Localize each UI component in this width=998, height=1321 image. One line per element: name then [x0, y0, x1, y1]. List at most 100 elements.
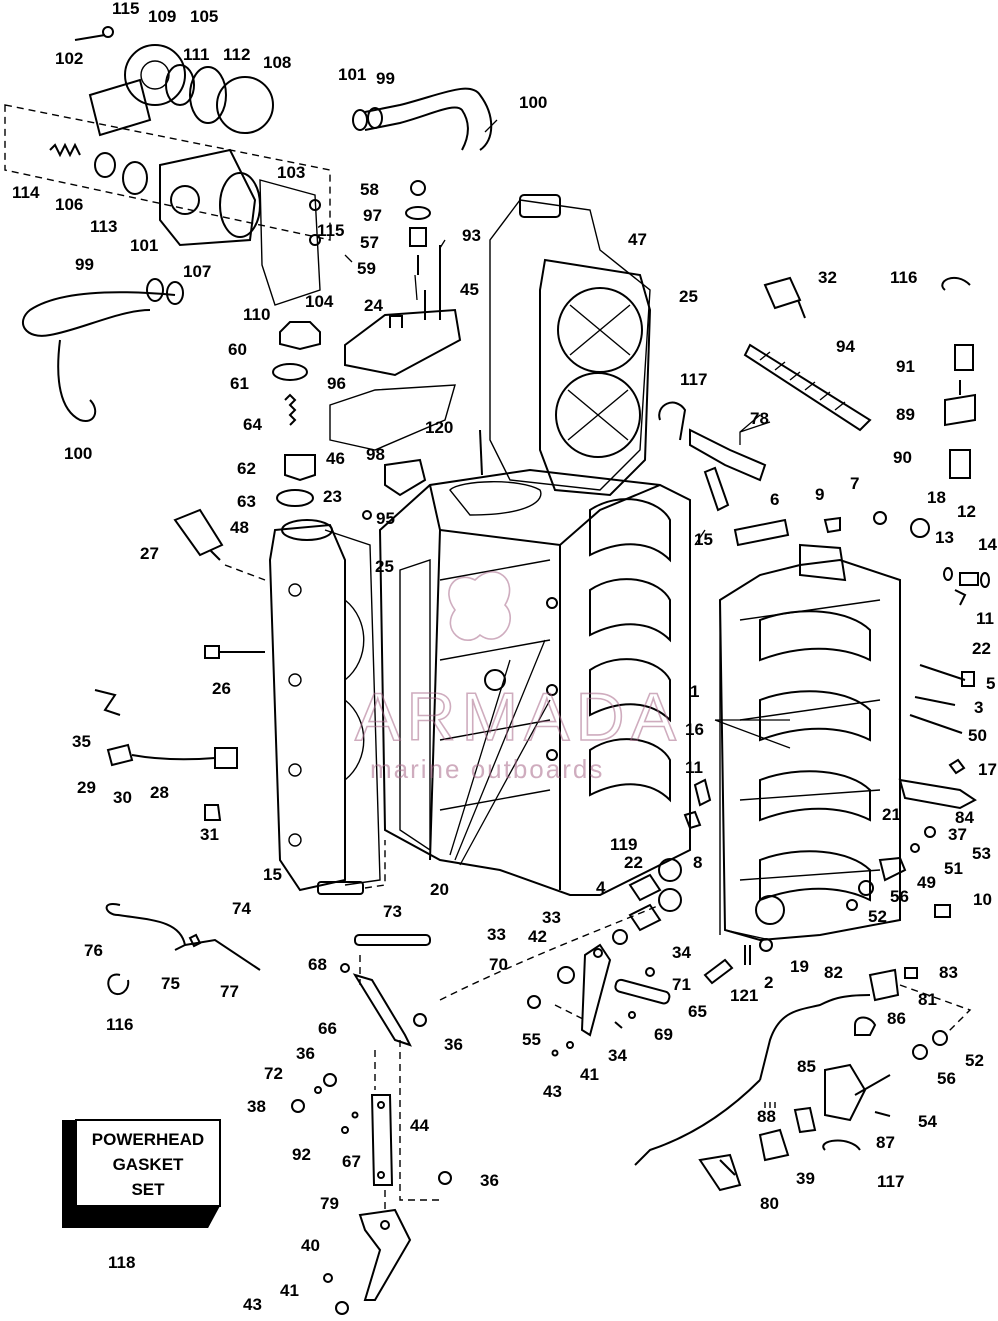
label-81: 81	[918, 990, 937, 1009]
label-48: 48	[230, 518, 249, 537]
label-55: 55	[522, 1030, 541, 1049]
label-57: 57	[360, 233, 379, 252]
label-52: 52	[965, 1051, 984, 1070]
label-32: 32	[818, 268, 837, 287]
label-27: 27	[140, 544, 159, 563]
label-31: 31	[200, 825, 219, 844]
head-bolt	[204, 645, 265, 659]
label-102: 102	[55, 49, 83, 68]
crankcase-cover	[718, 543, 901, 942]
cylinder-head	[268, 519, 381, 892]
label-25: 25	[679, 287, 698, 306]
label-50: 50	[968, 726, 987, 745]
label-93: 93	[462, 226, 481, 245]
label-99: 99	[75, 255, 94, 274]
label-22: 22	[624, 853, 643, 872]
label-12: 12	[957, 502, 976, 521]
label-110: 110	[243, 305, 270, 324]
label-89: 89	[896, 405, 915, 424]
gasket-box-line2: GASKET	[113, 1155, 184, 1174]
label-63: 63	[237, 492, 256, 511]
label-92: 92	[292, 1145, 311, 1164]
label-33: 33	[487, 925, 506, 944]
label-36: 36	[480, 1171, 499, 1190]
label-95: 95	[376, 509, 395, 528]
label-120: 120	[425, 418, 453, 437]
label-54: 54	[918, 1112, 937, 1131]
label-116: 116	[106, 1015, 133, 1034]
label-40: 40	[301, 1236, 320, 1255]
label-13: 13	[935, 528, 954, 547]
label-101: 101	[130, 236, 158, 255]
label-115: 115	[317, 221, 344, 240]
label-78: 78	[750, 409, 769, 428]
label-30: 30	[113, 788, 132, 807]
label-24: 24	[364, 296, 383, 315]
throttle-linkage	[291, 934, 452, 1315]
label-103: 103	[277, 163, 305, 182]
water-hose-left	[21, 278, 184, 422]
label-72: 72	[264, 1064, 283, 1083]
label-36: 36	[296, 1044, 315, 1063]
label-4: 4	[596, 878, 606, 897]
label-11: 11	[685, 758, 703, 777]
label-107: 107	[183, 262, 211, 281]
label-100: 100	[64, 444, 92, 463]
label-1: 1	[690, 682, 699, 701]
label-43: 43	[243, 1295, 262, 1314]
label-66: 66	[318, 1019, 337, 1038]
label-53: 53	[972, 844, 991, 863]
fuel-hose-left	[105, 903, 261, 996]
label-58: 58	[360, 180, 379, 199]
cylinder-head-gaskets	[489, 194, 652, 497]
label-8: 8	[693, 853, 702, 872]
gasket-box-line3: SET	[131, 1180, 165, 1199]
label-41: 41	[580, 1065, 599, 1084]
label-51: 51	[944, 859, 963, 878]
label-35: 35	[72, 732, 91, 751]
gasket-box-line1: POWERHEAD	[92, 1130, 204, 1149]
cover-plate-group	[272, 180, 483, 520]
watermark-brand: ARMADA	[355, 679, 682, 755]
label-52: 52	[868, 907, 887, 926]
label-7: 7	[850, 474, 859, 493]
label-11: 11	[976, 609, 994, 628]
label-85: 85	[797, 1057, 816, 1076]
label-76: 76	[84, 941, 103, 960]
label-21: 21	[882, 805, 901, 824]
label-106: 106	[55, 195, 83, 214]
label-69: 69	[654, 1025, 673, 1044]
label-68: 68	[308, 955, 327, 974]
label-23: 23	[323, 487, 342, 506]
label-84: 84	[955, 808, 974, 827]
label-9: 9	[815, 485, 824, 504]
part-labels: 115 109 105 102 111 112 108 101 99 100 1…	[12, 0, 997, 1314]
label-2: 2	[764, 973, 773, 992]
label-29: 29	[77, 778, 96, 797]
watermark: ARMADA marine outboards	[354, 571, 682, 784]
label-42: 42	[528, 927, 547, 946]
label-16: 16	[685, 720, 704, 739]
label-3: 3	[974, 698, 983, 717]
label-100: 100	[519, 93, 547, 112]
leader-lines	[344, 119, 791, 866]
label-121: 121	[730, 986, 758, 1005]
label-22: 22	[972, 639, 991, 658]
label-44: 44	[410, 1116, 429, 1135]
label-14: 14	[978, 535, 997, 554]
label-56: 56	[890, 887, 909, 906]
label-70: 70	[489, 955, 508, 974]
cylinder-bores	[589, 498, 671, 803]
label-15: 15	[694, 530, 713, 549]
label-73: 73	[383, 902, 402, 921]
label-34: 34	[608, 1046, 627, 1065]
label-74: 74	[232, 899, 251, 918]
label-20: 20	[430, 880, 449, 899]
label-47: 47	[628, 230, 647, 249]
timing-parts	[439, 778, 773, 1001]
primer-solenoid-group	[634, 967, 972, 1192]
label-113: 113	[90, 217, 117, 236]
label-118: 118	[108, 1253, 135, 1272]
label-65: 65	[688, 1002, 707, 1021]
